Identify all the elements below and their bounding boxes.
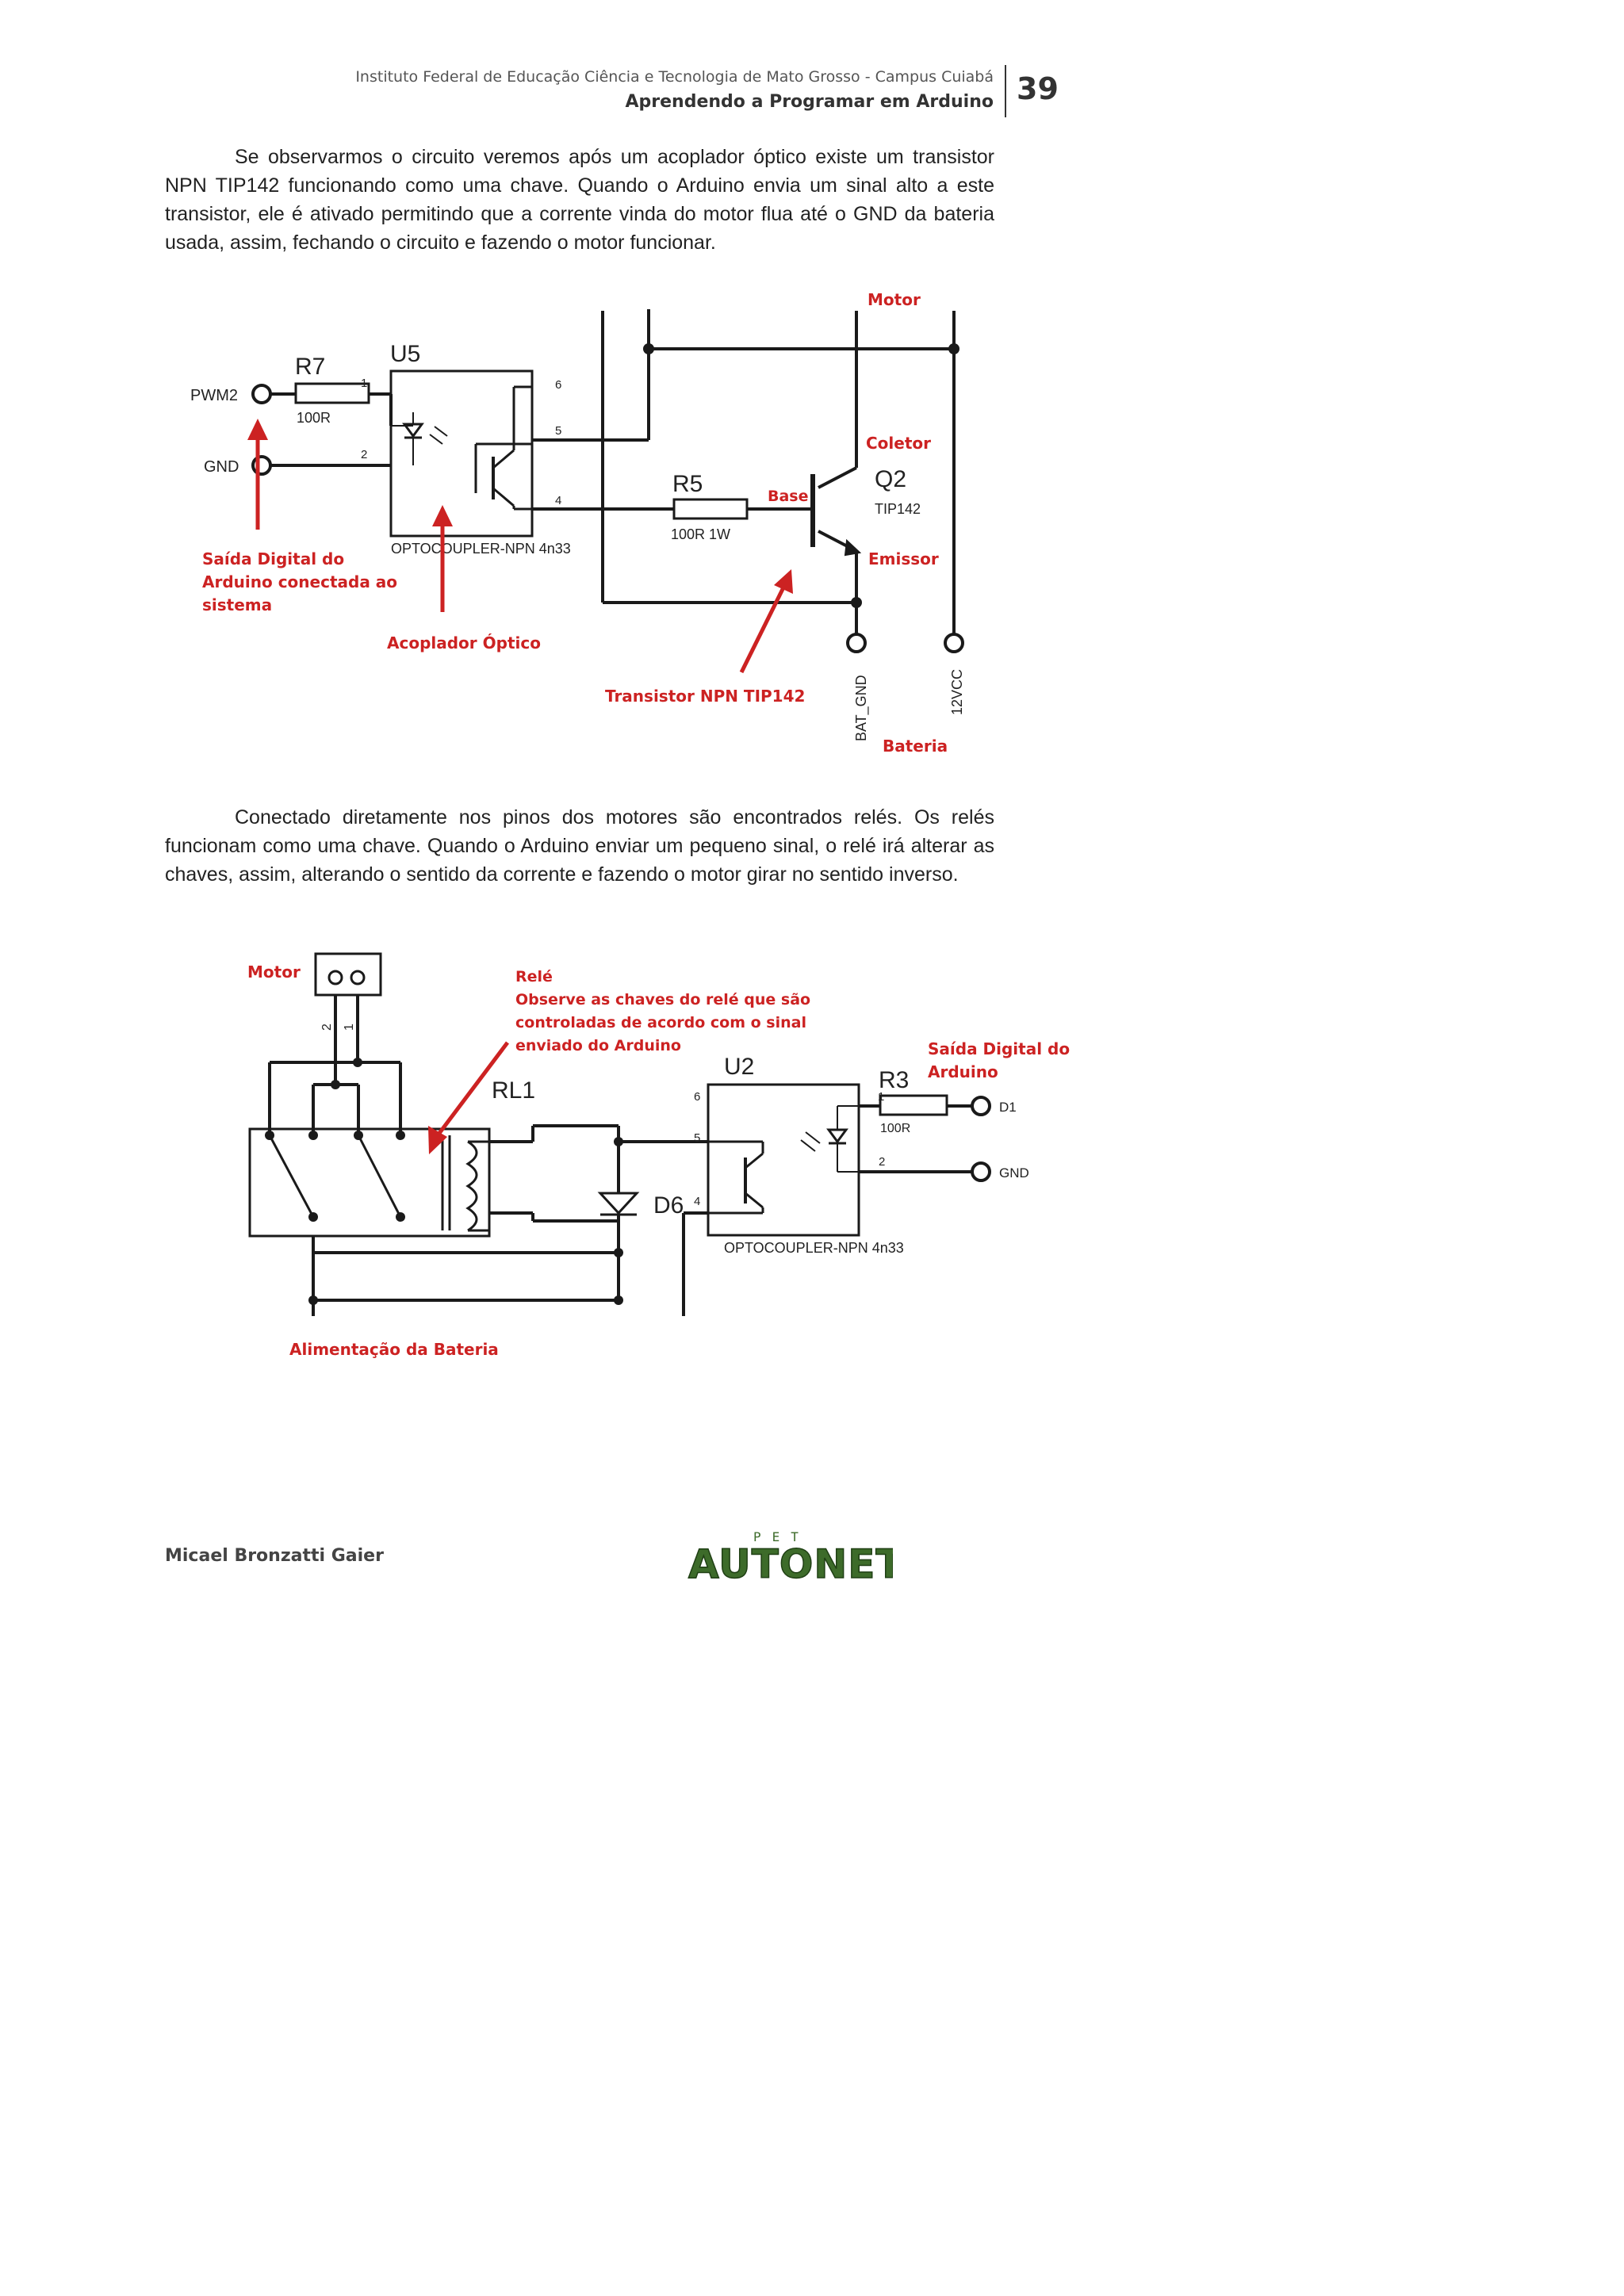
header-book-title: Aprendendo a Programar em Arduino <box>625 92 994 112</box>
r3-resistor <box>879 1094 948 1116</box>
gnd2-terminal <box>971 1161 991 1182</box>
u2-pin2: 2 <box>879 1155 885 1169</box>
page-number: 39 <box>1017 71 1059 106</box>
annotation-saida-line3: sistema <box>202 595 272 614</box>
u5-opto-label: OPTOCOUPLER-NPN 4n33 <box>391 541 571 557</box>
annotation-motor-2: Motor <box>247 962 301 982</box>
paragraph-2-text: Conectado diretamente nos pinos dos moto… <box>165 806 994 886</box>
figure-relay-circuit: 2 1 RL1 U2 R3 100R D6 1 2 4 5 6 D1 GND O… <box>247 952 1070 1359</box>
paragraph-2: Conectado diretamente nos pinos dos moto… <box>165 803 994 889</box>
u2-pin4: 4 <box>694 1195 700 1208</box>
annotation-base: Base <box>768 488 809 505</box>
motor-connector <box>314 952 382 997</box>
annotation-saida-line2: Arduino conectada ao <box>202 572 397 591</box>
u2-optocoupler <box>707 1083 860 1237</box>
pwm2-label: PWM2 <box>190 387 238 404</box>
motor-pin1: 1 <box>343 1024 356 1031</box>
u5-label: U5 <box>390 341 420 367</box>
r5-resistor <box>672 498 749 520</box>
u2-label: U2 <box>724 1054 754 1080</box>
u5-pin4: 4 <box>555 494 561 507</box>
paragraph-1-text: Se observarmos o circuito veremos após u… <box>165 146 994 254</box>
u5-optocoupler <box>389 369 534 538</box>
u2-pin6: 6 <box>694 1090 700 1104</box>
bat-gnd-terminal <box>846 633 867 653</box>
paragraph-1: Se observarmos o circuito veremos após u… <box>165 143 994 257</box>
annotation-saida-2-line2: Arduino <box>928 1062 998 1081</box>
r5-label: R5 <box>672 471 703 497</box>
annotation-rele-line2: Observe as chaves do relé que são <box>515 991 810 1008</box>
figure-transistor-circuit: PWM2 GND R7 100R U5 1 2 6 5 4 OPTOCOUPLE… <box>190 290 965 756</box>
vcc-terminal <box>944 633 964 653</box>
r3-label: R3 <box>879 1067 909 1093</box>
annotation-emissor: Emissor <box>868 549 939 568</box>
gnd-terminal <box>251 455 272 476</box>
r7-resistor <box>294 382 370 404</box>
u2-pin5: 5 <box>694 1131 700 1145</box>
pwm2-terminal <box>251 384 272 404</box>
annotation-transistor: Transistor NPN TIP142 <box>605 687 805 706</box>
r3-value: 100R <box>880 1122 910 1135</box>
r7-label: R7 <box>295 354 325 380</box>
rl1-relay <box>248 1127 491 1238</box>
annotation-saida-2-line1: Saída Digital do <box>928 1039 1070 1058</box>
q2-label: Q2 <box>875 466 906 492</box>
annotation-acoplador: Acoplador Óptico <box>387 633 541 652</box>
u2-opto-label: OPTOCOUPLER-NPN 4n33 <box>724 1240 904 1256</box>
bat-gnd-label: BAT_GND <box>853 675 870 741</box>
annotation-alimentacao: Alimentação da Bateria <box>289 1340 499 1359</box>
u5-pin1: 1 <box>361 377 367 390</box>
r7-value: 100R <box>297 410 331 426</box>
u2-pin1: 1 <box>878 1090 884 1104</box>
header-divider <box>1005 65 1006 117</box>
d6-label: D6 <box>653 1192 684 1219</box>
motor-pin2: 2 <box>320 1024 334 1031</box>
annotation-rele-line4: enviado do Arduino <box>515 1037 681 1054</box>
autonet-logo: PET AUTONET <box>687 1524 903 1591</box>
gnd-label: GND <box>204 458 239 476</box>
header-institution: Instituto Federal de Educação Ciência e … <box>355 68 994 86</box>
q2-value: TIP142 <box>875 501 921 517</box>
annotation-motor: Motor <box>868 290 921 309</box>
annotation-saida-line1: Saída Digital do <box>202 549 344 568</box>
u5-pin5: 5 <box>555 424 561 438</box>
r5-value: 100R 1W <box>671 526 730 542</box>
annotation-bateria: Bateria <box>883 737 948 756</box>
annotation-rele-line3: controladas de acordo com o sinal <box>515 1014 806 1031</box>
gnd2-label: GND <box>999 1165 1029 1181</box>
logo-small-text: PET <box>753 1529 810 1544</box>
annotation-rele-line1: Relé <box>515 968 553 985</box>
u5-pin6: 6 <box>555 378 561 392</box>
u5-pin2: 2 <box>361 448 367 461</box>
footer-author: Micael Bronzatti Gaier <box>165 1546 384 1566</box>
annotation-coletor: Coletor <box>866 434 931 453</box>
vcc-label: 12VCC <box>949 669 965 715</box>
rl1-label: RL1 <box>492 1077 535 1104</box>
d1-terminal <box>971 1096 991 1116</box>
logo-main-text: AUTONET <box>688 1541 893 1587</box>
d1-label: D1 <box>999 1100 1017 1115</box>
